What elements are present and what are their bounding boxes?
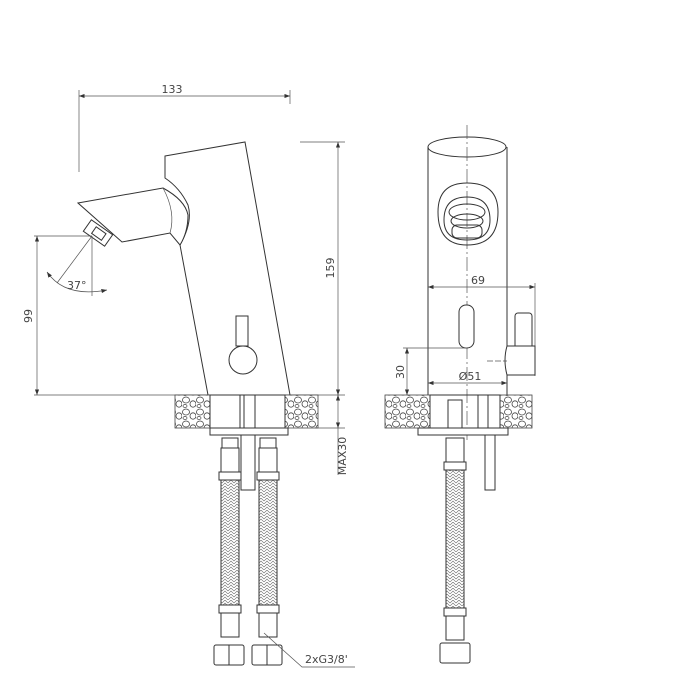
central-pipe [240, 434, 256, 491]
sensor-window [458, 304, 475, 349]
connection-label: 2xG3/8' [305, 653, 348, 666]
side-lever [228, 315, 258, 375]
dim-label-diameter-51: Ø51 [459, 370, 482, 383]
side-deck-section [174, 394, 319, 436]
front-body [427, 125, 508, 440]
dimension-width-133: 133 [78, 83, 291, 172]
dim-label-max30: MAX30 [336, 437, 349, 476]
dimension-diameter-51: Ø51 [428, 370, 507, 386]
dim-label-69: 69 [471, 274, 485, 287]
faucet-body [76, 141, 291, 396]
hose-right [251, 437, 283, 666]
hose-left [213, 437, 245, 666]
dimension-spout-height-99: 99 [22, 235, 92, 395]
dim-label-159: 159 [324, 258, 337, 279]
front-spout-outlet [437, 182, 499, 246]
dimension-sensor-height-30: 30 [394, 347, 467, 395]
front-deck-section [384, 394, 533, 436]
dimension-angle-37: 37° [46, 235, 108, 296]
front-rod [484, 434, 496, 491]
dim-label-99: 99 [22, 309, 35, 323]
dim-label-37-degrees: 37° [67, 279, 87, 292]
side-view: 133 37° 99 [22, 83, 355, 668]
front-view: 69 30 Ø51 [384, 125, 536, 664]
dim-label-133: 133 [162, 83, 183, 96]
dimension-deck-max30: MAX30 [315, 395, 349, 475]
dim-label-30: 30 [394, 365, 407, 379]
front-hose [439, 399, 471, 664]
connection-callout: 2xG3/8' [263, 632, 355, 668]
front-lever [487, 312, 536, 376]
dimension-height-159: 159 [300, 141, 345, 395]
